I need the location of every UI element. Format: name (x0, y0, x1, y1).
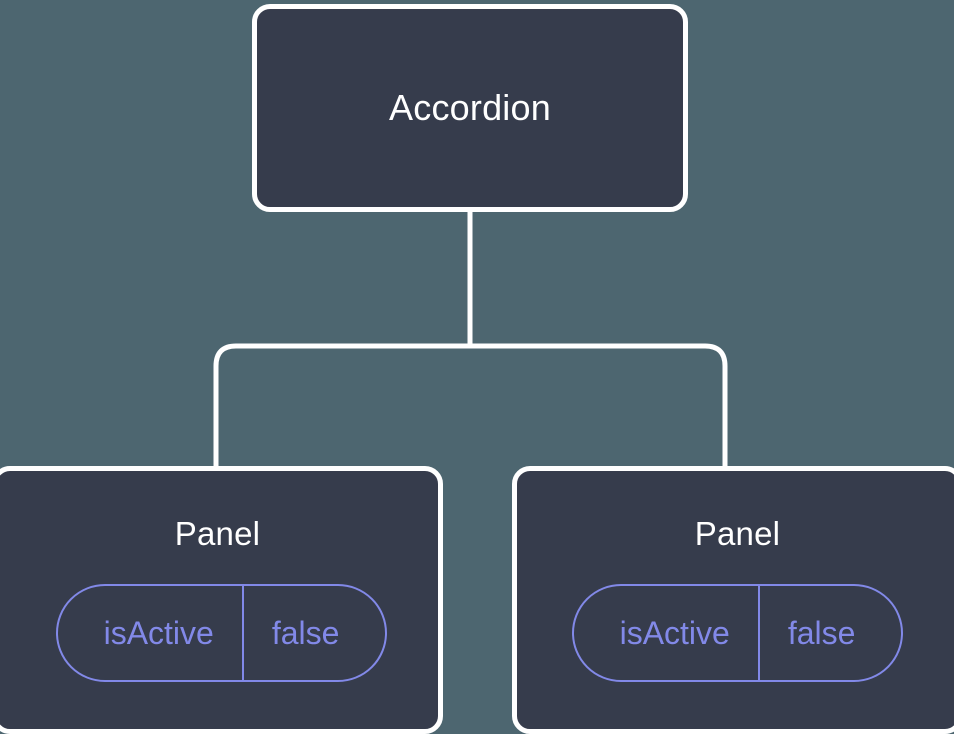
prop-value-label: false (241, 586, 386, 680)
prop-badge-isactive-right[interactable]: isActive false (571, 584, 904, 682)
prop-key-label: isActive (103, 615, 214, 651)
node-accordion-label: Accordion (389, 87, 551, 128)
node-accordion[interactable]: Accordion (252, 4, 688, 212)
prop-key-label: isActive (619, 615, 730, 651)
node-panel-left[interactable]: Panel isActive false (0, 466, 443, 734)
node-panel-left-label: Panel (174, 515, 261, 552)
node-panel-right[interactable]: Panel isActive false (512, 466, 954, 734)
prop-value-label: false (757, 586, 902, 680)
edge-child-bus (213, 343, 728, 476)
prop-badge-isactive-left[interactable]: isActive false (55, 584, 388, 682)
node-panel-right-label: Panel (694, 515, 781, 552)
